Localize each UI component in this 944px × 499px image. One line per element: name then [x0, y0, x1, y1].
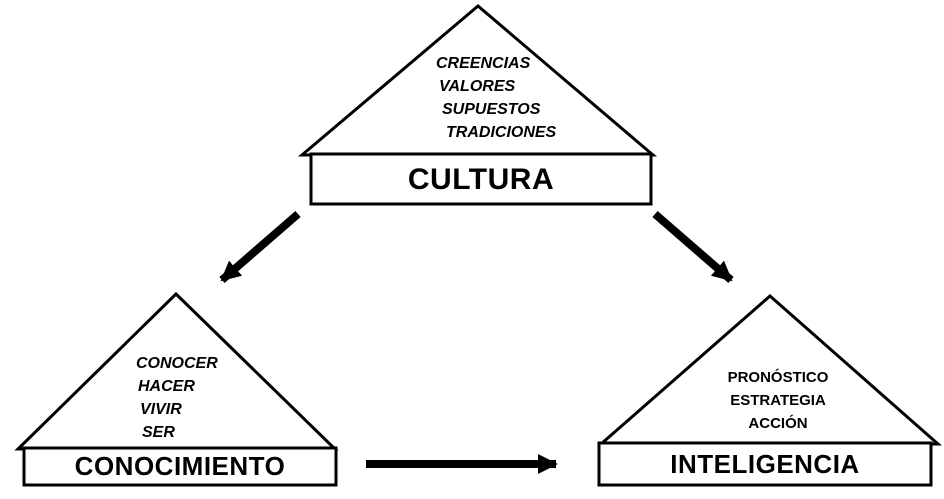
inteligencia-items: PRONÓSTICO ESTRATEGIA ACCIÓN — [697, 366, 859, 435]
cultura-item: CREENCIAS — [436, 55, 531, 72]
cultura-item: VALORES — [439, 78, 516, 95]
arrow-cultura-to-conocimiento — [219, 210, 301, 284]
conocimiento-label-box — [22, 446, 338, 487]
cultura-label-box — [309, 152, 653, 206]
inteligencia-label-box — [597, 441, 933, 487]
cultura-item: TRADICIONES — [446, 124, 557, 141]
conocimiento-item: HACER — [138, 378, 195, 395]
inteligencia-item: PRONÓSTICO — [727, 369, 829, 386]
conocimiento-item: SER — [142, 424, 175, 441]
conocimiento-item: VIVIR — [140, 401, 182, 418]
inteligencia-item: ESTRATEGIA — [730, 392, 826, 409]
cultura-items: CREENCIAS VALORES SUPUESTOS TRADICIONES — [436, 52, 556, 144]
inteligencia-item: ACCIÓN — [748, 415, 808, 432]
arrow-cultura-to-inteligencia — [652, 210, 734, 284]
cultura-item: SUPUESTOS — [442, 101, 541, 118]
conocimiento-label: CONOCIMIENTO — [74, 451, 286, 481]
conocimiento-item: CONOCER — [136, 355, 218, 372]
cultura-label: CULTURA — [407, 163, 555, 196]
inteligencia-label: INTELIGENCIA — [670, 448, 860, 479]
conocimiento-items: CONOCER HACER VIVIR SER — [136, 352, 218, 444]
